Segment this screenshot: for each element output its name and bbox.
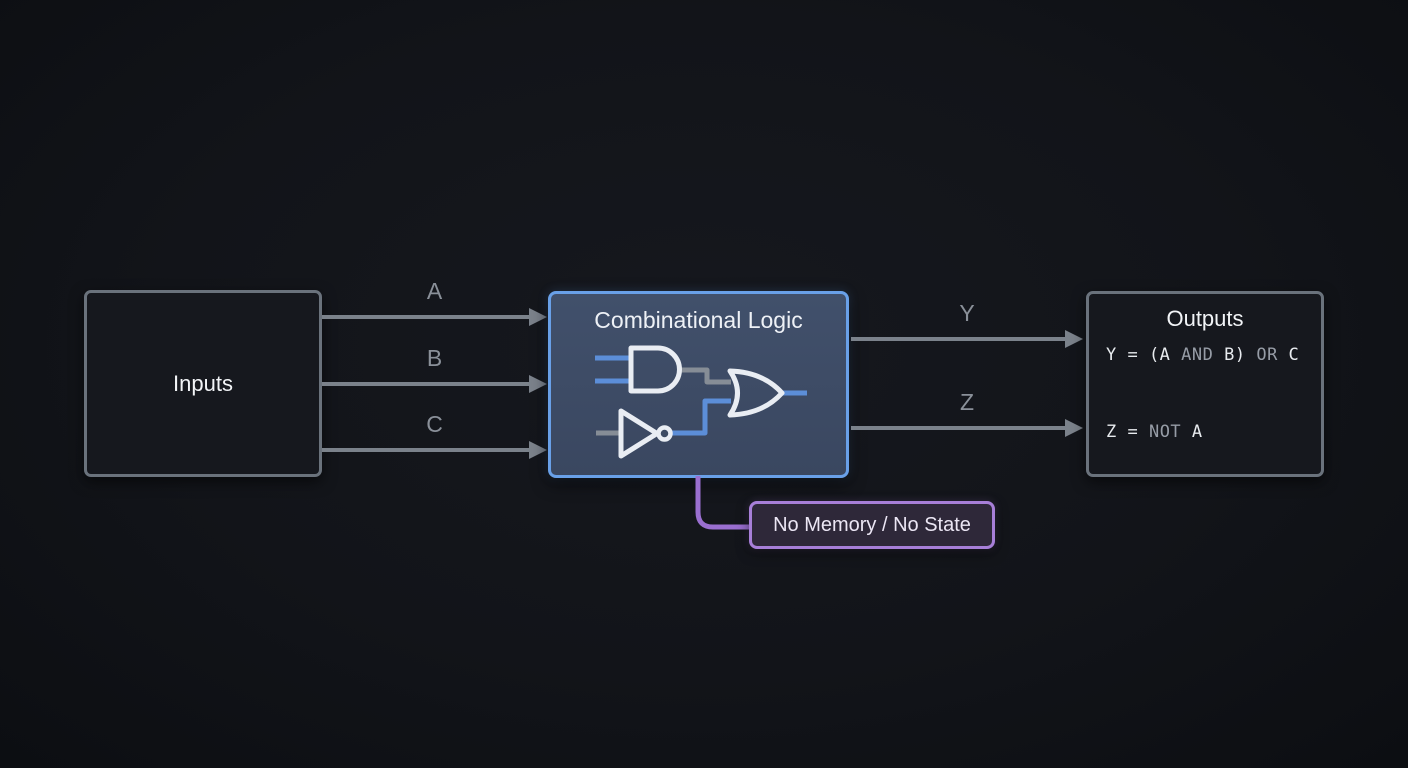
- output-arrow-y: Y: [851, 300, 1083, 348]
- input-arrow-c-label: C: [426, 411, 443, 437]
- combinational-logic-box: Combinational Logic: [548, 291, 849, 478]
- no-memory-callout: No Memory / No State: [749, 501, 995, 549]
- input-arrow-c: C: [322, 411, 547, 459]
- arrow-head-icon: [1065, 419, 1083, 437]
- input-arrow-b-label: B: [426, 345, 443, 371]
- input-arrow-b: B: [322, 345, 547, 393]
- and-to-or-wire-gray: [680, 367, 731, 385]
- output-formula-y: Y = (A AND B) OR C: [1106, 345, 1300, 365]
- arrow-head-icon: [529, 375, 547, 393]
- arrow-head-icon: [1065, 330, 1083, 348]
- output-arrow-y-label: Y: [959, 300, 975, 326]
- and-input-wires-blue: [595, 355, 631, 384]
- output-arrow-z: Z: [851, 389, 1083, 437]
- arrow-shaft: [322, 448, 531, 452]
- not-gate-icon: [618, 408, 660, 459]
- inputs-box: Inputs: [84, 290, 322, 477]
- arrow-shaft: [322, 382, 531, 386]
- arrow-head-icon: [529, 441, 547, 459]
- input-arrow-a: A: [322, 278, 547, 326]
- arrow-head-icon: [529, 308, 547, 326]
- outputs-box-title: Outputs: [1166, 306, 1244, 331]
- not-to-or-wire-blue: [672, 398, 731, 436]
- inputs-box-label: Inputs: [173, 370, 233, 396]
- output-formula-z: Z = NOT A: [1106, 422, 1203, 442]
- arrow-shaft: [322, 315, 531, 319]
- not-gate-bubble-icon: [656, 425, 673, 442]
- outputs-box: Outputs Y = (A AND B) OR C Z = NOT A: [1086, 291, 1324, 477]
- output-arrow-z-label: Z: [959, 389, 975, 415]
- and-gate-icon: [628, 345, 682, 394]
- input-arrow-a-label: A: [426, 278, 443, 304]
- or-gate-icon: [727, 368, 785, 418]
- arrow-shaft: [851, 337, 1067, 341]
- callout-connector-line: [695, 476, 749, 530]
- logic-gates-graphic: [595, 345, 807, 459]
- combinational-logic-title: Combinational Logic: [594, 307, 803, 333]
- no-memory-callout-label: No Memory / No State: [773, 513, 971, 536]
- arrow-shaft: [851, 426, 1067, 430]
